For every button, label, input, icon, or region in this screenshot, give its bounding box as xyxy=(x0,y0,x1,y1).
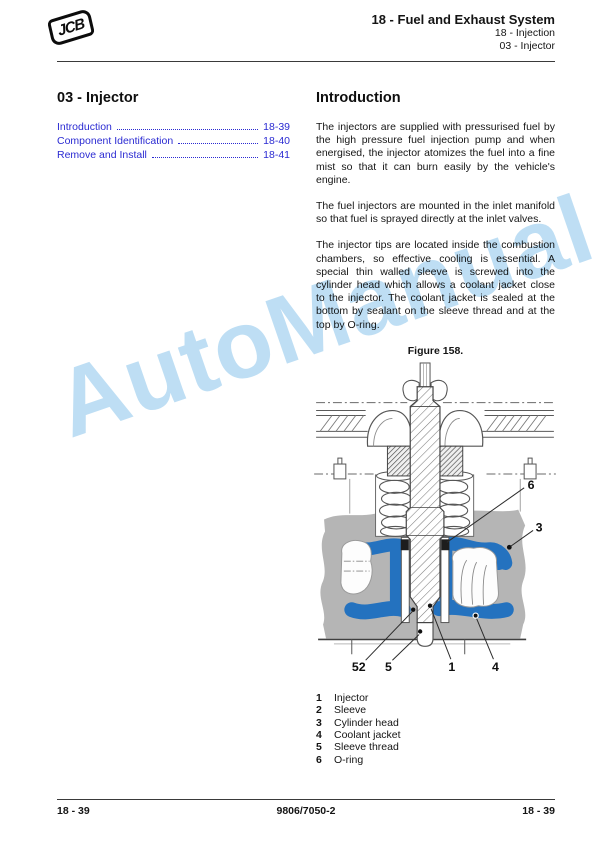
legend-number: 4 xyxy=(316,729,322,742)
toc-page-number: 18-39 xyxy=(263,121,290,133)
legend-label: Injector xyxy=(334,691,369,704)
legend-item-2: 2 Sleeve xyxy=(316,704,555,716)
valve-port-right xyxy=(451,546,499,608)
legend-number: 2 xyxy=(316,704,322,717)
introduction-heading: Introduction xyxy=(316,90,401,106)
toc-link-introduction[interactable]: Introduction 18-39 xyxy=(57,121,290,135)
clamp-claw-left xyxy=(402,379,420,402)
callout-4: 4 xyxy=(492,660,499,674)
o-ring-left xyxy=(400,539,409,551)
chapter-title: 03 - Injector xyxy=(57,90,139,106)
right-column: Introduction The injectors are supplied … xyxy=(313,90,557,766)
injector-body xyxy=(402,362,448,624)
jcb-logo-icon: JCB xyxy=(46,7,96,48)
header-subsection: 18 - Injection xyxy=(494,27,555,39)
jcb-logo-label: JCB xyxy=(56,15,86,40)
legend-item-1: 1 Injector xyxy=(316,692,555,704)
legend-label: O-ring xyxy=(334,753,364,766)
legend-number: 6 xyxy=(316,753,322,766)
intro-paragraph-2: The fuel injectors are mounted in the in… xyxy=(316,200,555,226)
intro-paragraph-3: The injector tips are located inside the… xyxy=(316,239,555,331)
toc-link-component-identification[interactable]: Component Identification 18-40 xyxy=(57,135,290,149)
toc-label: Component Identification xyxy=(57,134,174,147)
page-header: JCB 18 - Fuel and Exhaust System 18 - In… xyxy=(46,0,555,62)
toc-page-number: 18-41 xyxy=(263,148,290,161)
figure-legend: 1 Injector 2 Sleeve 3 Cylinder head 4 Co… xyxy=(316,692,555,766)
legend-item-4: 4 Coolant jacket xyxy=(316,729,555,741)
callout-1: 1 xyxy=(448,660,455,674)
header-breadcrumb: 18 - Fuel and Exhaust System 18 - Inject… xyxy=(371,12,555,53)
page-body: 03 - Injector Introduction 18-39 Compone… xyxy=(57,90,557,766)
left-column: 03 - Injector Introduction 18-39 Compone… xyxy=(57,90,290,766)
legend-label: Sleeve xyxy=(334,704,367,717)
legend-number: 3 xyxy=(316,716,322,729)
table-of-contents: Introduction 18-39 Component Identificat… xyxy=(57,121,290,162)
toc-dot-leader xyxy=(116,129,259,130)
injector-section-diagram: 6 3 52 5 1 4 xyxy=(314,362,556,674)
header-section-title: 18 - Fuel and Exhaust System xyxy=(371,12,555,27)
callout-6: 6 xyxy=(528,478,535,492)
figure-callouts: 6 3 52 5 1 4 xyxy=(352,478,543,674)
footer-page-number-right: 18 - 39 xyxy=(522,805,555,817)
figure-158: 6 3 52 5 1 4 xyxy=(313,361,557,688)
legend-item-3: 3 Cylinder head xyxy=(316,717,555,729)
footer-publication-number: 9806/7050-2 xyxy=(276,805,336,817)
toc-label: Introduction xyxy=(57,121,112,133)
side-fitting-right xyxy=(519,457,537,512)
callout-52: 52 xyxy=(352,660,366,674)
clamp-claw-right xyxy=(430,379,448,402)
figure-caption: Figure 158. xyxy=(407,344,464,357)
page-footer: 18 - 39 9806/7050-2 18 - 39 xyxy=(57,799,555,817)
legend-label: Sleeve thread xyxy=(334,741,399,754)
legend-item-6: 6 O-ring xyxy=(316,754,555,766)
legend-label: Cylinder head xyxy=(334,716,399,729)
toc-label: Remove and Install xyxy=(57,148,147,161)
o-ring-right xyxy=(441,539,450,551)
legend-number: 5 xyxy=(316,741,322,754)
toc-dot-leader xyxy=(151,156,259,158)
legend-number: 1 xyxy=(316,691,322,704)
legend-label: Coolant jacket xyxy=(334,729,401,742)
footer-page-number-left: 18 - 39 xyxy=(57,805,90,817)
sleeve-thread-tip xyxy=(416,621,434,647)
side-fitting-left xyxy=(333,457,351,514)
toc-link-remove-and-install[interactable]: Remove and Install 18-41 xyxy=(57,149,290,163)
toc-dot-leader xyxy=(178,142,259,144)
callout-3: 3 xyxy=(536,520,543,534)
toc-page-number: 18-40 xyxy=(263,134,290,147)
injector-sleeve xyxy=(400,536,450,647)
valve-port-left xyxy=(340,539,373,595)
rocker-arm-right xyxy=(438,409,484,477)
rocker-arm-left xyxy=(367,409,413,477)
callout-5: 5 xyxy=(385,660,392,674)
jcb-logo: JCB xyxy=(46,7,96,48)
legend-item-5: 5 Sleeve thread xyxy=(316,741,555,753)
header-subsubsection: 03 - Injector xyxy=(499,40,555,52)
intro-paragraph-1: The injectors are supplied with pressuri… xyxy=(316,121,555,186)
